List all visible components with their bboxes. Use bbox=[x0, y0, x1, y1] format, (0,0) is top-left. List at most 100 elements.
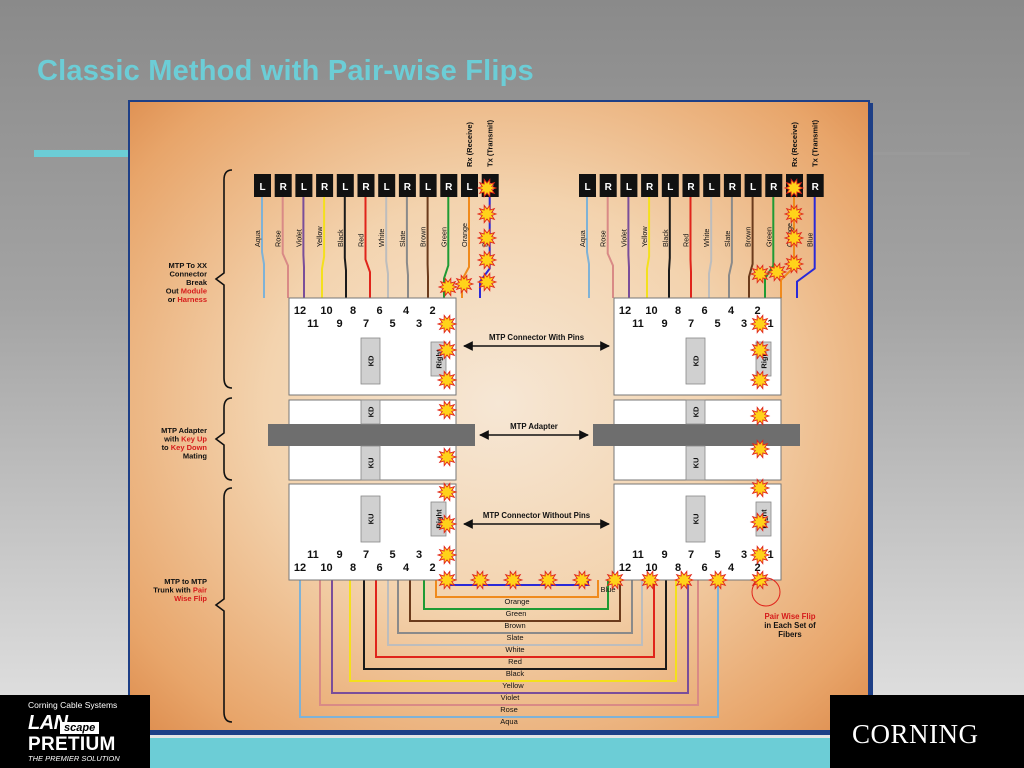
title-accent-bar bbox=[34, 150, 130, 157]
pin-number: 3 bbox=[741, 318, 747, 330]
pin-number: 11 bbox=[307, 318, 319, 330]
pin-number: 1 bbox=[767, 549, 773, 561]
breakout-label-line: Out Module bbox=[166, 287, 207, 296]
logo-pretium: PRETIUM bbox=[28, 734, 116, 755]
adapter-label-part: Key Down bbox=[171, 443, 208, 452]
tx-label-left: Tx (Transmit) bbox=[486, 119, 495, 167]
footer-accent-bar bbox=[150, 738, 830, 768]
pair-flip-note-title: Pair Wise Flip bbox=[764, 612, 815, 621]
breakout-fiber-right bbox=[780, 197, 795, 298]
pin-number: 8 bbox=[675, 562, 681, 574]
lr-box-left bbox=[316, 174, 334, 197]
trunk-label-part: MTP to MTP bbox=[164, 577, 207, 586]
pin-number: 8 bbox=[350, 305, 356, 317]
adapter-label-line: MTP Adapter bbox=[161, 426, 207, 435]
pair-flip-marker bbox=[502, 570, 524, 590]
pin-number: 12 bbox=[619, 305, 631, 317]
breakout-label-line: or Harness bbox=[168, 295, 207, 304]
lr-box-right bbox=[579, 174, 596, 197]
pair-flip-marker bbox=[436, 514, 458, 534]
lr-box-right bbox=[682, 174, 700, 197]
trunk-fiber-loop bbox=[299, 580, 719, 718]
trunk-fiber-loop bbox=[397, 580, 633, 634]
pin-number: 5 bbox=[389, 549, 395, 561]
pin-number: 10 bbox=[320, 305, 332, 317]
lr-box-right bbox=[765, 174, 783, 197]
lr-box-right bbox=[661, 174, 679, 197]
lr-label-left: R bbox=[321, 182, 329, 193]
logo-scape: scape bbox=[60, 722, 100, 734]
breakout-label-part: Harness bbox=[177, 295, 207, 304]
trunk-fiber-loop bbox=[319, 580, 699, 706]
pair-flip-marker bbox=[783, 228, 805, 248]
lr-box-right bbox=[641, 174, 659, 197]
company-name: Corning Cable Systems bbox=[28, 700, 118, 710]
pin-number: 10 bbox=[320, 562, 332, 574]
pin-number: 3 bbox=[416, 549, 422, 561]
fiber-color-label-right: White bbox=[702, 229, 711, 247]
lr-box-left bbox=[274, 174, 292, 197]
pin-number: 1 bbox=[767, 318, 773, 330]
fiber-color-label-left: Green bbox=[439, 227, 448, 247]
lr-label-right: R bbox=[646, 182, 654, 193]
adapter-bracket bbox=[214, 397, 233, 481]
pair-flip-marker bbox=[436, 340, 458, 360]
pin-number: 4 bbox=[728, 305, 735, 317]
lr-label-left: R bbox=[404, 182, 412, 193]
pin-number: 12 bbox=[619, 562, 631, 574]
pair-flip-marker bbox=[436, 447, 458, 467]
lr-label-right: R bbox=[687, 182, 695, 193]
lr-label-right: R bbox=[729, 182, 737, 193]
pin-number: 11 bbox=[632, 549, 644, 561]
trunk-fiber-loop bbox=[387, 580, 643, 646]
lr-box-left bbox=[419, 174, 437, 197]
key-tab: KU bbox=[685, 445, 706, 481]
adapter-label-line: with Key Up bbox=[163, 435, 207, 444]
key-tab-label: KD bbox=[367, 406, 376, 417]
pair-flip-marker bbox=[749, 439, 771, 459]
lr-box-left bbox=[378, 174, 396, 197]
fiber-color-label-right: Green bbox=[764, 227, 773, 247]
trunk-fiber-label: Rose bbox=[500, 705, 518, 714]
lr-box-right bbox=[599, 174, 617, 197]
pair-flip-marker bbox=[749, 570, 771, 590]
slide-title: Classic Method with Pair-wise Flips bbox=[37, 55, 534, 87]
fiber-color-label-left: Brown bbox=[419, 227, 428, 247]
fiber-color-label-left: Orange bbox=[460, 223, 469, 247]
right-adapter-bar bbox=[593, 424, 800, 446]
pin-number: 7 bbox=[688, 549, 694, 561]
lr-label-left: L bbox=[384, 182, 390, 193]
key-tab-label: KU bbox=[692, 514, 701, 525]
key-tab: KD bbox=[685, 337, 706, 385]
key-tab-label: KU bbox=[367, 458, 376, 469]
trunk-fiber-label: Red bbox=[508, 657, 522, 666]
lr-label-left: L bbox=[342, 182, 348, 193]
breakout-label-part: Module bbox=[181, 287, 207, 296]
lr-label-left: L bbox=[259, 182, 265, 193]
fiber-color-label-right: Rose bbox=[599, 230, 608, 247]
pin-number: 4 bbox=[728, 562, 735, 574]
pair-flip-marker bbox=[749, 512, 771, 532]
pin-number: 11 bbox=[307, 549, 319, 561]
lr-label-left: L bbox=[425, 182, 431, 193]
trunk-fiber-loop bbox=[423, 580, 609, 610]
pin-number: 12 bbox=[294, 305, 306, 317]
lr-label-left: R bbox=[362, 182, 370, 193]
key-tab: KU bbox=[685, 495, 706, 543]
trunk-fiber-label: Orange bbox=[504, 597, 529, 606]
pin-number: 2 bbox=[754, 305, 760, 317]
pair-flip-marker bbox=[436, 482, 458, 502]
logo-lan: LAN bbox=[28, 712, 68, 734]
pin-number: 6 bbox=[701, 305, 707, 317]
pair-flip-marker bbox=[749, 264, 771, 284]
fiber-color-label-left: Red bbox=[357, 234, 366, 247]
lanscape-pretium-logo: Corning Cable Systems LAN scape PRETIUM … bbox=[0, 695, 150, 768]
pin-number: 6 bbox=[376, 562, 382, 574]
key-tab: KU bbox=[360, 495, 381, 543]
pair-flip-marker bbox=[749, 314, 771, 334]
pin-number: 2 bbox=[429, 305, 435, 317]
pin-number: 4 bbox=[403, 562, 410, 574]
trunk-fiber-label: Yellow bbox=[502, 681, 524, 690]
trunk-fiber-label: Violet bbox=[501, 693, 521, 702]
